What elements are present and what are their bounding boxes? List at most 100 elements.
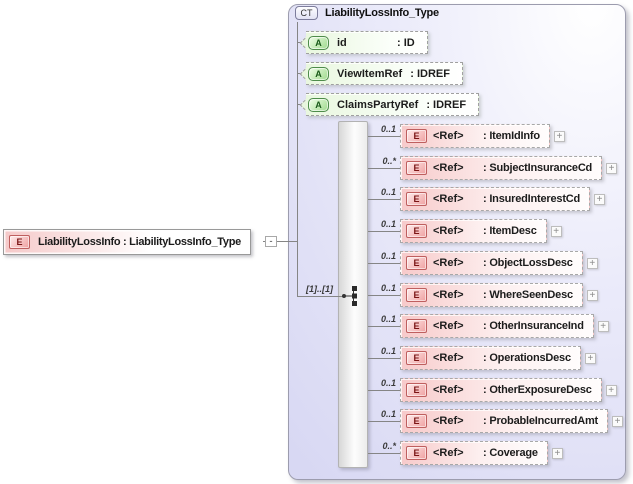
element-icon: E <box>9 235 30 249</box>
cardinality-label: 0..1 <box>380 219 396 229</box>
expand-button[interactable]: + <box>551 447 563 459</box>
expand-button[interactable]: + <box>594 193 606 205</box>
expand-button[interactable]: + <box>553 130 565 142</box>
expand-button[interactable]: + <box>586 257 598 269</box>
attribute-icon: A <box>308 66 329 81</box>
attribute-box[interactable]: A ClaimsPartyRef : IDREF <box>306 93 480 116</box>
connector-line <box>297 22 298 296</box>
attribute-row: A id : ID <box>299 31 428 54</box>
cardinality-label: 0..* <box>382 441 396 451</box>
element-type: : ObjectLossDesc <box>483 257 573 269</box>
element-box[interactable]: E <Ref> : ItemDesc <box>400 219 547 243</box>
element-box[interactable]: E <Ref> : SubjectInsuranceCd <box>400 156 603 180</box>
element-box[interactable]: E <Ref> : ItemIdInfo <box>400 124 550 148</box>
element-type: : Coverage <box>483 447 538 459</box>
element-name: <Ref> <box>433 162 464 174</box>
element-row: E <Ref> : ItemDesc + <box>400 219 562 243</box>
expand-button[interactable]: + <box>597 320 609 332</box>
expand-button[interactable]: + <box>612 415 623 427</box>
sequence-icon[interactable] <box>340 285 362 307</box>
root-element-row: E LiabilityLossInfo : LiabilityLossInfo_… <box>3 229 251 255</box>
element-name: <Ref> <box>433 257 464 269</box>
element-name: <Ref> <box>433 225 464 237</box>
attribute-type: : IDREF <box>410 67 450 80</box>
sequence-cardinality: [1]..[1] <box>306 284 333 294</box>
element-icon: E <box>406 161 427 175</box>
connector-line <box>368 326 400 327</box>
element-box[interactable]: E <Ref> : ObjectLossDesc <box>400 251 583 275</box>
expand-button[interactable]: + <box>550 225 562 237</box>
attribute-name: ViewItemRef <box>337 67 403 80</box>
element-name: <Ref> <box>433 447 464 459</box>
complex-type-title: LiabilityLossInfo_Type <box>325 7 439 19</box>
element-row: E <Ref> : ItemIdInfo + <box>400 124 565 148</box>
element-box[interactable]: E <Ref> : OtherExposureDesc <box>400 378 602 402</box>
attribute-name: id <box>337 36 347 49</box>
element-name: <Ref> <box>433 415 464 427</box>
element-name: <Ref> <box>433 193 464 205</box>
expand-button[interactable]: + <box>586 289 598 301</box>
element-box[interactable]: E <Ref> : ProbableIncurredAmt <box>400 409 608 433</box>
cardinality-label: 0..1 <box>380 378 396 388</box>
element-icon: E <box>406 351 427 365</box>
root-element-box[interactable]: E LiabilityLossInfo : LiabilityLossInfo_… <box>3 229 251 255</box>
element-icon: E <box>406 224 427 238</box>
element-name: <Ref> <box>433 289 464 301</box>
attribute-icon: A <box>308 97 329 112</box>
element-row: E <Ref> : OtherInsuranceInd + <box>400 314 609 338</box>
element-type: : OtherExposureDesc <box>483 384 592 396</box>
expand-button[interactable]: + <box>605 384 617 396</box>
element-box[interactable]: E <Ref> : InsuredInterestCd <box>400 187 591 211</box>
element-name: <Ref> <box>433 130 464 142</box>
cardinality-label: 0..1 <box>380 283 396 293</box>
connector-line <box>368 199 400 200</box>
connector-line <box>368 358 400 359</box>
connector-line <box>368 136 400 137</box>
element-name: <Ref> <box>433 384 464 396</box>
element-type: : ItemIdInfo <box>483 130 540 142</box>
element-icon: E <box>406 383 427 397</box>
cardinality-label: 0..1 <box>380 124 396 134</box>
connector-line <box>368 390 400 391</box>
element-type: : WhereSeenDesc <box>483 289 573 301</box>
element-box[interactable]: E <Ref> : OperationsDesc <box>400 346 581 370</box>
element-row: E <Ref> : ObjectLossDesc + <box>400 251 598 275</box>
attribute-row: A ViewItemRef : IDREF <box>299 62 463 85</box>
element-icon: E <box>406 129 427 143</box>
element-type: : ProbableIncurredAmt <box>483 415 598 427</box>
element-row: E <Ref> : InsuredInterestCd + <box>400 187 606 211</box>
element-box[interactable]: E <Ref> : WhereSeenDesc <box>400 283 583 307</box>
cardinality-label: 0..1 <box>380 409 396 419</box>
connector-line <box>368 263 400 264</box>
element-type: : OtherInsuranceInd <box>483 320 584 332</box>
element-type: : SubjectInsuranceCd <box>483 162 593 174</box>
connector-line <box>368 453 400 454</box>
cardinality-label: 0..1 <box>380 187 396 197</box>
element-box[interactable]: E <Ref> : Coverage <box>400 441 548 465</box>
attribute-type: : ID <box>397 36 415 49</box>
attribute-row: A ClaimsPartyRef : IDREF <box>299 93 480 116</box>
connector-line <box>368 168 400 169</box>
complex-type-badge: CT <box>295 6 318 20</box>
attribute-name: ClaimsPartyRef <box>337 98 419 111</box>
element-name: <Ref> <box>433 320 464 332</box>
attribute-box[interactable]: A ViewItemRef : IDREF <box>306 62 463 85</box>
root-element-label: LiabilityLossInfo : LiabilityLossInfo_Ty… <box>38 236 241 248</box>
connector-line <box>368 231 400 232</box>
element-box[interactable]: E <Ref> : OtherInsuranceInd <box>400 314 594 338</box>
element-row: E <Ref> : Coverage + <box>400 441 563 465</box>
element-row: E <Ref> : SubjectInsuranceCd + <box>400 156 618 180</box>
collapse-handle[interactable]: - <box>265 236 277 247</box>
expand-button[interactable]: + <box>606 162 618 174</box>
element-row: E <Ref> : WhereSeenDesc + <box>400 283 598 307</box>
expand-button[interactable]: + <box>584 352 596 364</box>
attribute-icon: A <box>308 35 329 50</box>
attribute-box[interactable]: A id : ID <box>306 31 428 54</box>
element-icon: E <box>406 288 427 302</box>
connector-line <box>263 241 297 242</box>
element-icon: E <box>406 192 427 206</box>
element-row: E <Ref> : OperationsDesc + <box>400 346 596 370</box>
cardinality-label: 0..* <box>382 156 396 166</box>
element-icon: E <box>406 256 427 270</box>
element-icon: E <box>406 319 427 333</box>
